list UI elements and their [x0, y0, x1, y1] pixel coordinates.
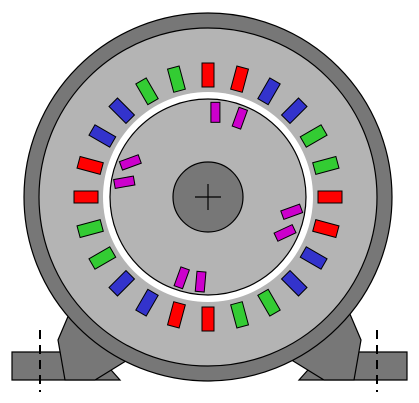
stator-slot [230, 301, 250, 329]
stator-slot [280, 269, 308, 297]
stator-slot [108, 97, 136, 125]
stator-slot [280, 97, 308, 125]
stator-slot [317, 190, 343, 204]
rotor-bars [113, 101, 304, 293]
stator-slot [166, 301, 186, 329]
stator-slot [108, 269, 136, 297]
stator-slots [73, 62, 343, 332]
rotor-bar [194, 270, 207, 293]
stator-slot [88, 246, 117, 270]
stator-slot [312, 219, 340, 239]
stator-slot [257, 288, 281, 317]
stator-slot [299, 124, 328, 148]
stator-slot [88, 124, 117, 148]
rotor-bar [118, 154, 142, 171]
rotor-bar [210, 101, 221, 123]
stator-slot [299, 246, 328, 270]
stator-slot [76, 219, 104, 239]
stator-slot [73, 190, 99, 204]
stator-slot [312, 155, 340, 175]
stator-slot [76, 155, 104, 175]
rotor-bar [280, 203, 304, 221]
stator-slot [257, 77, 281, 106]
stator-slot [201, 306, 215, 332]
stator-slot [230, 65, 250, 93]
stator-slot [201, 62, 215, 88]
rotor-bar [113, 175, 136, 189]
rotor-bar [173, 266, 191, 290]
stator-slot [135, 288, 159, 317]
rotor-bar [231, 106, 249, 130]
stator-slot [166, 65, 186, 93]
shaft-crosshair-icon [195, 184, 221, 210]
stator-slot [135, 77, 159, 106]
rotor-bar [273, 223, 297, 242]
